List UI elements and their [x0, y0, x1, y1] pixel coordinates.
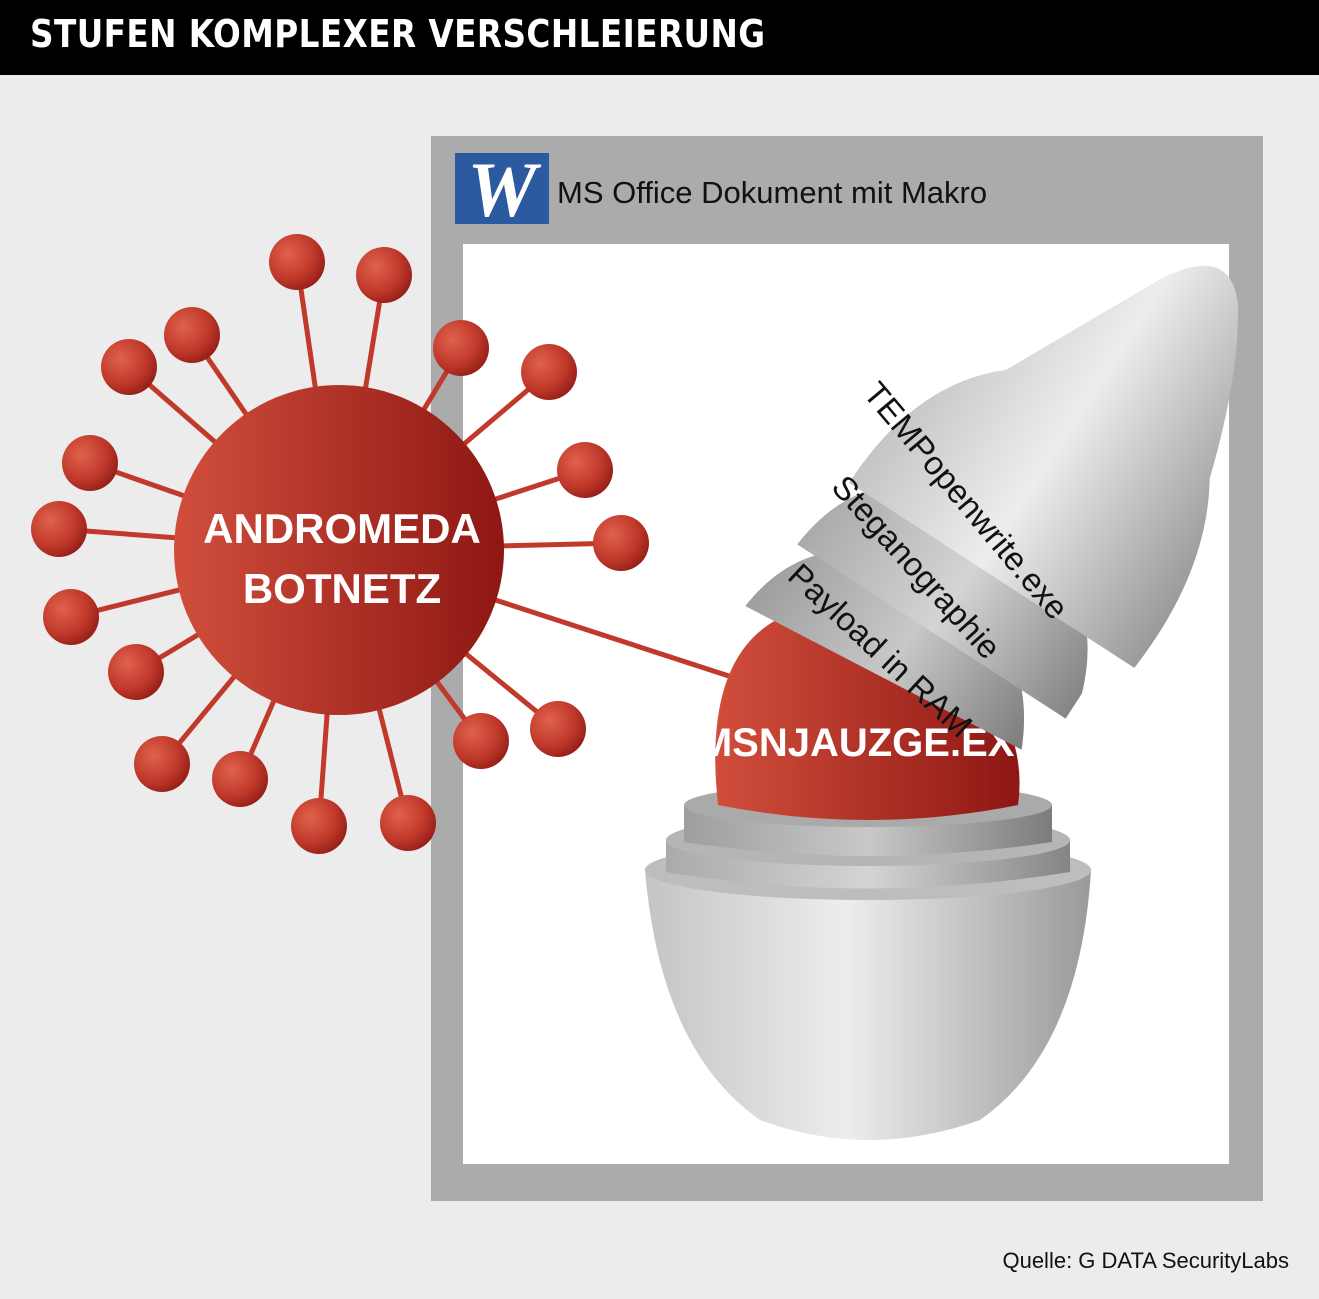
document-label: MS Office Dokument mit Makro: [557, 175, 987, 210]
spike-ball: [380, 795, 436, 851]
botnet-label-line2: BOTNETZ: [243, 565, 441, 612]
spike-ball: [62, 435, 118, 491]
spike-ball: [433, 320, 489, 376]
andromeda-botnet: ANDROMEDA BOTNETZ: [31, 234, 649, 854]
spike-ball: [134, 736, 190, 792]
layer-outer: [849, 265, 1239, 668]
spike-ball: [557, 442, 613, 498]
spike-ball: [593, 515, 649, 571]
connection-line: [479, 592, 736, 681]
spike-ball: [453, 713, 509, 769]
spike-ball: [356, 247, 412, 303]
spike-ball: [164, 307, 220, 363]
title-bar: STUFEN KOMPLEXER VERSCHLEIERUNG: [0, 0, 1319, 75]
spike-ball: [269, 234, 325, 290]
spike-ball: [212, 751, 268, 807]
virus-body: [174, 385, 504, 715]
nested-doll: MSNJAUZGE.EXE TEMPopenwrite.exe Steganog…: [645, 265, 1239, 1140]
spike-ball: [43, 589, 99, 645]
svg-text:W: W: [467, 146, 541, 233]
source-credit: Quelle: G DATA SecurityLabs: [1002, 1248, 1289, 1273]
spike-ball: [108, 644, 164, 700]
spike-ball: [521, 344, 577, 400]
spike-ball: [31, 501, 87, 557]
botnet-label-line1: ANDROMEDA: [203, 505, 481, 552]
spike-ball: [291, 798, 347, 854]
virus-spikes: [31, 234, 649, 854]
spike-ball: [101, 339, 157, 395]
doll-bottom: [645, 870, 1091, 1140]
word-w-icon: W: [455, 146, 549, 233]
page-title: STUFEN KOMPLEXER VERSCHLEIERUNG: [30, 12, 766, 56]
spike-ball: [530, 701, 586, 757]
